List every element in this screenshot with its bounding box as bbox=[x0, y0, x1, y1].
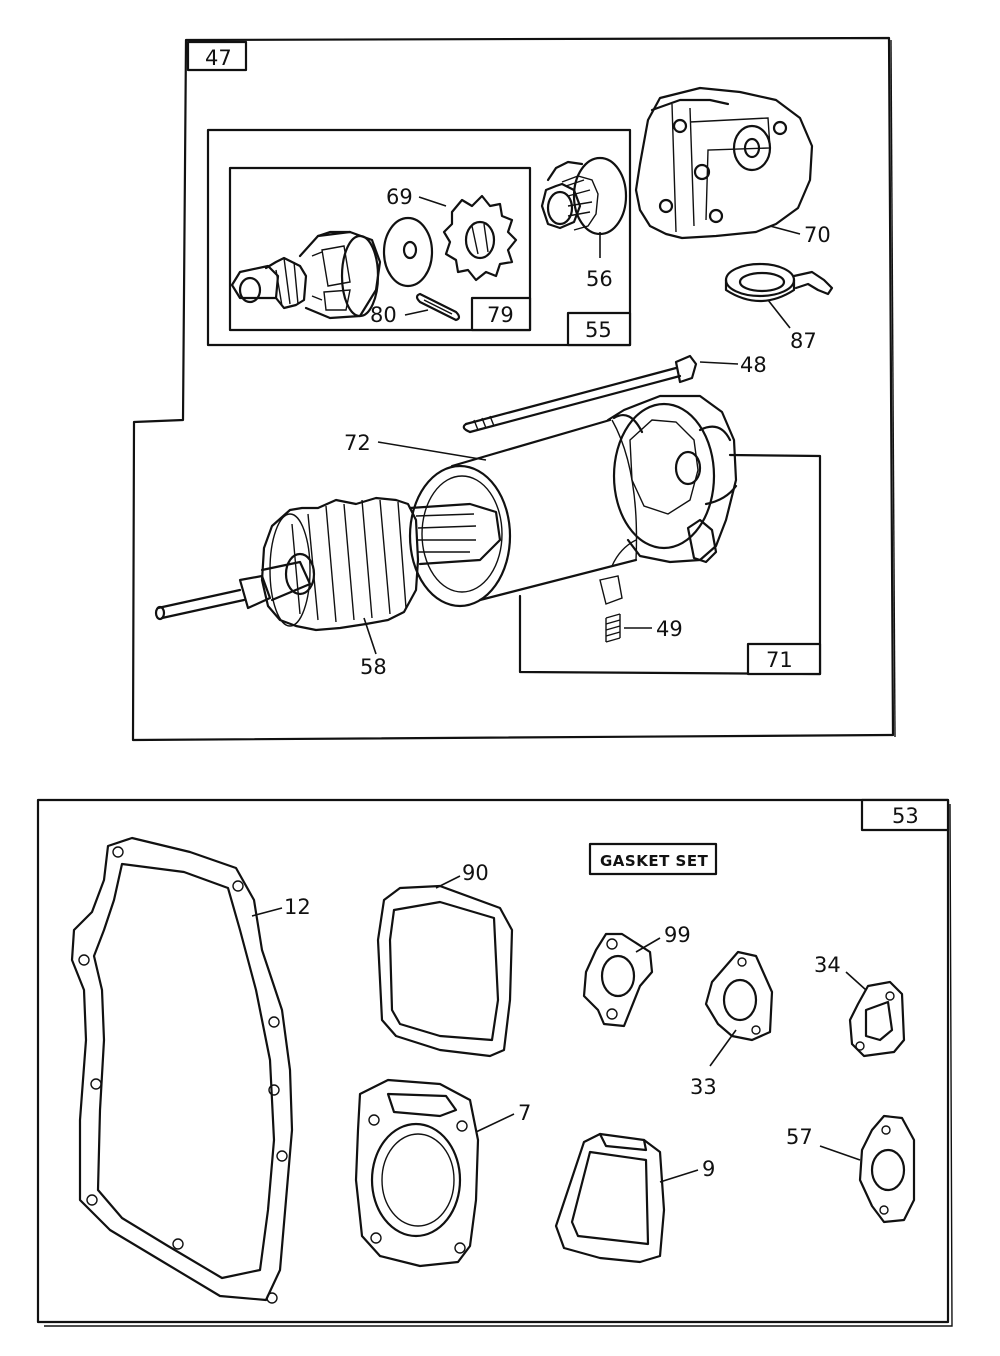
box-label-47: 47 bbox=[205, 46, 232, 70]
box-label-79: 79 bbox=[487, 303, 514, 327]
gasket-set-title-frame bbox=[588, 842, 718, 876]
callout-33: 33 bbox=[690, 1075, 717, 1099]
brush-end-cap-drawing bbox=[599, 394, 738, 605]
gasket-99-drawing bbox=[582, 932, 654, 1028]
callout-90: 90 bbox=[462, 861, 489, 885]
seal-drawing bbox=[724, 262, 834, 302]
box-label-53-frame bbox=[860, 798, 950, 832]
callout-7: 7 bbox=[518, 1101, 531, 1125]
dust-cover-drawing bbox=[540, 156, 628, 236]
brush-spring-drawing bbox=[605, 613, 621, 643]
box-label-71: 71 bbox=[766, 648, 793, 672]
motor-housing-drawing bbox=[408, 418, 638, 608]
drive-assembly-drawing bbox=[230, 230, 382, 320]
starter-panel: 47 55 79 bbox=[131, 36, 896, 742]
roll-pin-drawing bbox=[415, 292, 461, 322]
pinion-gear-drawing bbox=[442, 194, 518, 282]
box-label-79-frame bbox=[470, 296, 532, 332]
callout-57: 57 bbox=[786, 1125, 813, 1149]
callout-9: 9 bbox=[702, 1157, 715, 1181]
gasket-57-drawing bbox=[858, 1114, 916, 1224]
armature-drawing bbox=[154, 496, 502, 632]
callout-56: 56 bbox=[586, 267, 613, 291]
callout-48: 48 bbox=[740, 353, 767, 377]
box-label-47-frame bbox=[186, 40, 248, 72]
callout-99: 99 bbox=[664, 923, 691, 947]
valve-cover-gasket-drawing bbox=[376, 884, 514, 1058]
gasket-set-title: GASKET SET bbox=[600, 852, 709, 870]
washer-drawing bbox=[382, 216, 434, 288]
pinion-group-frame bbox=[206, 128, 632, 347]
callout-69: 69 bbox=[386, 185, 413, 209]
box-label-55: 55 bbox=[585, 318, 612, 342]
drive-end-cap-drawing bbox=[634, 86, 814, 240]
callout-87: 87 bbox=[790, 329, 817, 353]
callout-49: 49 bbox=[656, 617, 683, 641]
box-label-55-frame bbox=[566, 311, 632, 347]
through-bolt-drawing bbox=[462, 354, 698, 434]
head-gasket-drawing bbox=[354, 1078, 480, 1268]
callout-12: 12 bbox=[284, 895, 311, 919]
pinion-kit-frame bbox=[228, 166, 532, 332]
callout-72: 72 bbox=[344, 431, 371, 455]
gasket-34-drawing bbox=[848, 980, 906, 1058]
gasket-panel: 53 GASKET SET bbox=[36, 798, 953, 1327]
box-label-53: 53 bbox=[892, 804, 919, 828]
gasket-33-drawing bbox=[704, 950, 774, 1042]
box-label-71-frame bbox=[746, 642, 822, 676]
callout-80: 80 bbox=[370, 303, 397, 327]
callout-34: 34 bbox=[814, 953, 841, 977]
crankcase-gasket-drawing bbox=[70, 836, 294, 1304]
callout-70: 70 bbox=[804, 223, 831, 247]
callout-58: 58 bbox=[360, 655, 387, 679]
gasket-9-drawing bbox=[554, 1132, 666, 1264]
